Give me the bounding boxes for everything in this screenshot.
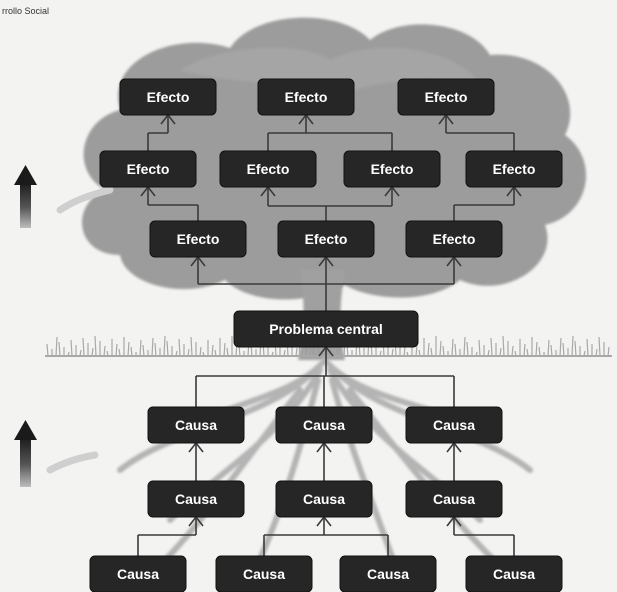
cause-box-5: Causa xyxy=(275,480,373,518)
effect-box-4: Efecto xyxy=(99,150,197,188)
effect-box-10: Efecto xyxy=(405,220,503,258)
cause-box-1: Causa xyxy=(147,406,245,444)
cause-box-1-label: Causa xyxy=(175,417,217,433)
up-arrow-icon xyxy=(14,420,99,487)
central-problem-box: Problema central xyxy=(233,310,419,348)
cause-box-2-label: Causa xyxy=(303,417,345,433)
cause-box-6: Causa xyxy=(405,480,503,518)
effect-box-6-label: Efecto xyxy=(371,161,414,177)
effect-box-5: Efecto xyxy=(219,150,317,188)
effect-box-1: Efecto xyxy=(119,78,217,116)
central-problem-box-label: Problema central xyxy=(269,321,383,337)
cause-box-7-label: Causa xyxy=(117,566,159,582)
cause-box-5-label: Causa xyxy=(303,491,345,507)
effect-box-7: Efecto xyxy=(465,150,563,188)
effect-box-8-label: Efecto xyxy=(177,231,220,247)
up-arrow-icon xyxy=(14,165,114,228)
cause-box-6-label: Causa xyxy=(433,491,475,507)
cause-box-4-label: Causa xyxy=(175,491,217,507)
caption: ... rrollo Social xyxy=(2,0,49,16)
effect-box-3: Efecto xyxy=(397,78,495,116)
connectors xyxy=(137,113,522,556)
effect-box-6: Efecto xyxy=(343,150,441,188)
cause-box-3: Causa xyxy=(405,406,503,444)
cause-box-9: Causa xyxy=(339,555,437,592)
cause-box-8-label: Causa xyxy=(243,566,285,582)
tree-roots xyxy=(117,357,533,588)
effect-box-10-label: Efecto xyxy=(433,231,476,247)
cause-box-10-label: Causa xyxy=(493,566,535,582)
cause-box-3-label: Causa xyxy=(433,417,475,433)
effect-box-4-label: Efecto xyxy=(127,161,170,177)
cause-box-4: Causa xyxy=(147,480,245,518)
effect-box-7-label: Efecto xyxy=(493,161,536,177)
effect-box-9: Efecto xyxy=(277,220,375,258)
effect-box-3-label: Efecto xyxy=(425,89,468,105)
cause-box-2: Causa xyxy=(275,406,373,444)
effect-box-2-label: Efecto xyxy=(285,89,328,105)
caption-line-2: rrollo Social xyxy=(2,6,50,16)
cause-box-10: Causa xyxy=(465,555,563,592)
effect-box-9-label: Efecto xyxy=(305,231,348,247)
cause-box-8: Causa xyxy=(215,555,313,592)
cause-box-7: Causa xyxy=(89,555,187,592)
cause-box-9-label: Causa xyxy=(367,566,409,582)
effect-box-1-label: Efecto xyxy=(147,89,190,105)
effect-box-5-label: Efecto xyxy=(247,161,290,177)
effect-box-2: Efecto xyxy=(257,78,355,116)
effect-box-8: Efecto xyxy=(149,220,247,258)
